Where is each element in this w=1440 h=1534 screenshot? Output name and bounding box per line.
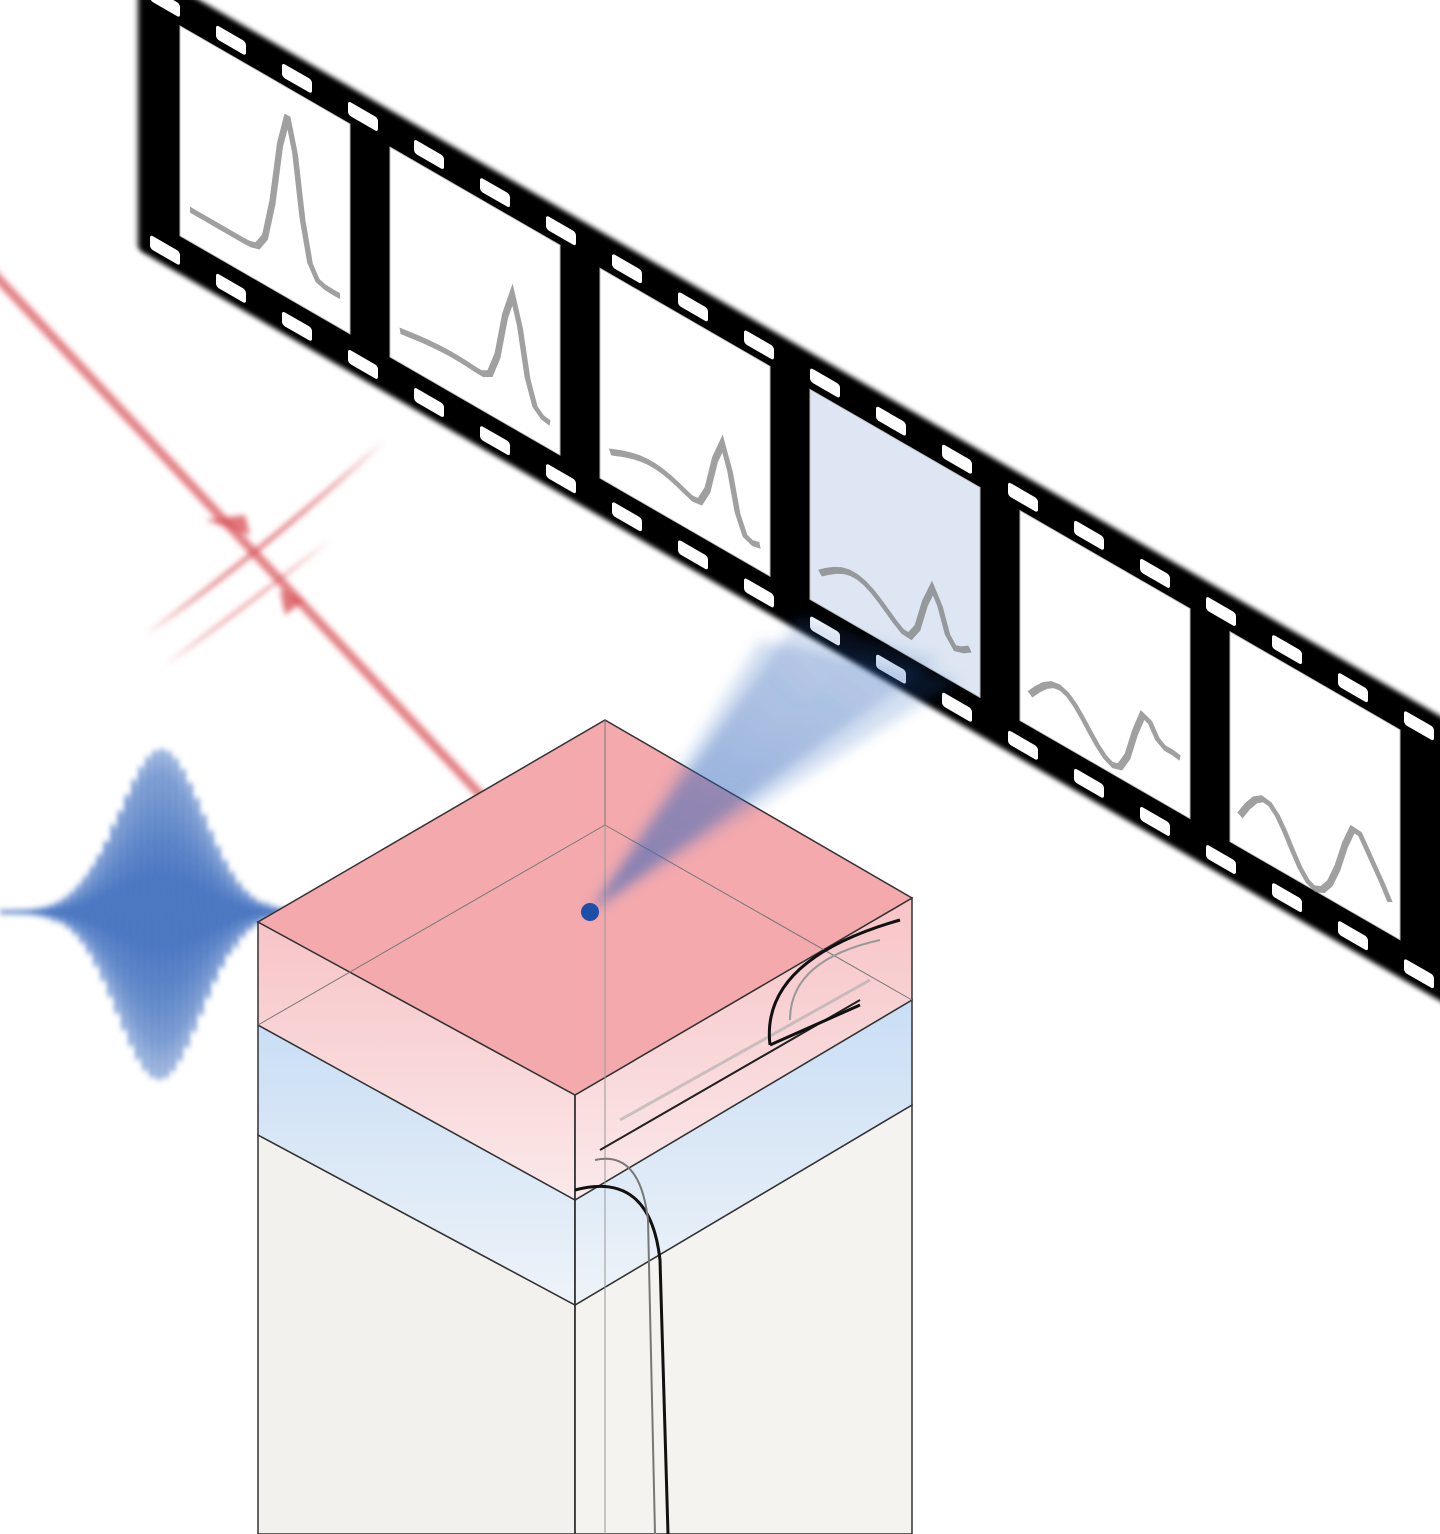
sprocket-hole [414, 140, 444, 169]
sprocket-hole [1272, 635, 1302, 664]
sprocket-hole [1272, 883, 1302, 912]
film-frames [179, 25, 1401, 941]
diffracted-beams [590, 615, 960, 912]
wave-packet-path [0, 748, 301, 1080]
frame-curve [399, 283, 551, 426]
sample-block [256, 719, 914, 1534]
sprocket-hole [678, 540, 708, 570]
sprocket-hole [744, 578, 774, 608]
sprocket-hole [612, 502, 642, 532]
sprocket-hole [546, 216, 576, 246]
sprocket-hole [216, 273, 246, 303]
sprocket-hole [1404, 711, 1434, 741]
sprocket-hole [1206, 845, 1236, 874]
sprocket-hole [942, 692, 972, 722]
film-frame [389, 146, 561, 456]
sprocket-hole [1338, 673, 1368, 703]
strain-profile-curves [574, 918, 901, 1534]
film-frame [1229, 630, 1401, 941]
film-frame [179, 25, 351, 335]
sprocket-hole [1206, 597, 1236, 626]
sprocket-hole [1008, 482, 1038, 512]
sprocket-hole [216, 25, 246, 55]
sprocket-hole [942, 444, 972, 474]
film-strip [138, 0, 1440, 1006]
sprocket-hole [414, 388, 444, 417]
sprocket-hole [282, 311, 312, 341]
sprocket-hole [876, 406, 906, 436]
beam-spot [581, 903, 599, 921]
sprocket-hole [150, 235, 180, 265]
pump-pulse-2 [165, 540, 330, 665]
sprocket-hole [744, 330, 774, 360]
probe-wave-packet [0, 748, 301, 1080]
sprocket-hole [1074, 520, 1104, 550]
sprocket-hole [480, 426, 510, 456]
sprocket-hole [282, 63, 312, 93]
sprocket-hole [348, 350, 378, 379]
sprocket-hole [1074, 768, 1104, 798]
sprocket-hole [1404, 959, 1434, 989]
frame-curve [1237, 795, 1393, 903]
sprocket-hole [150, 0, 180, 17]
sprocket-hole [612, 254, 642, 284]
sprocket-hole [678, 292, 708, 322]
frame-curve [818, 566, 972, 654]
frame-curve [608, 434, 761, 549]
sprocket-hole [546, 464, 576, 494]
sprocket-hole [480, 178, 510, 208]
sprocket-hole [1140, 807, 1170, 836]
film-frame [1019, 509, 1191, 820]
sprocket-hole [1140, 559, 1170, 588]
film-frame [599, 267, 771, 578]
sprocket-hole [1338, 921, 1368, 951]
frame-curve [190, 113, 340, 300]
frame-curve [1027, 681, 1181, 771]
sprocket-hole [348, 102, 378, 131]
sprocket-hole [1008, 730, 1038, 760]
sprocket-hole [810, 368, 840, 398]
